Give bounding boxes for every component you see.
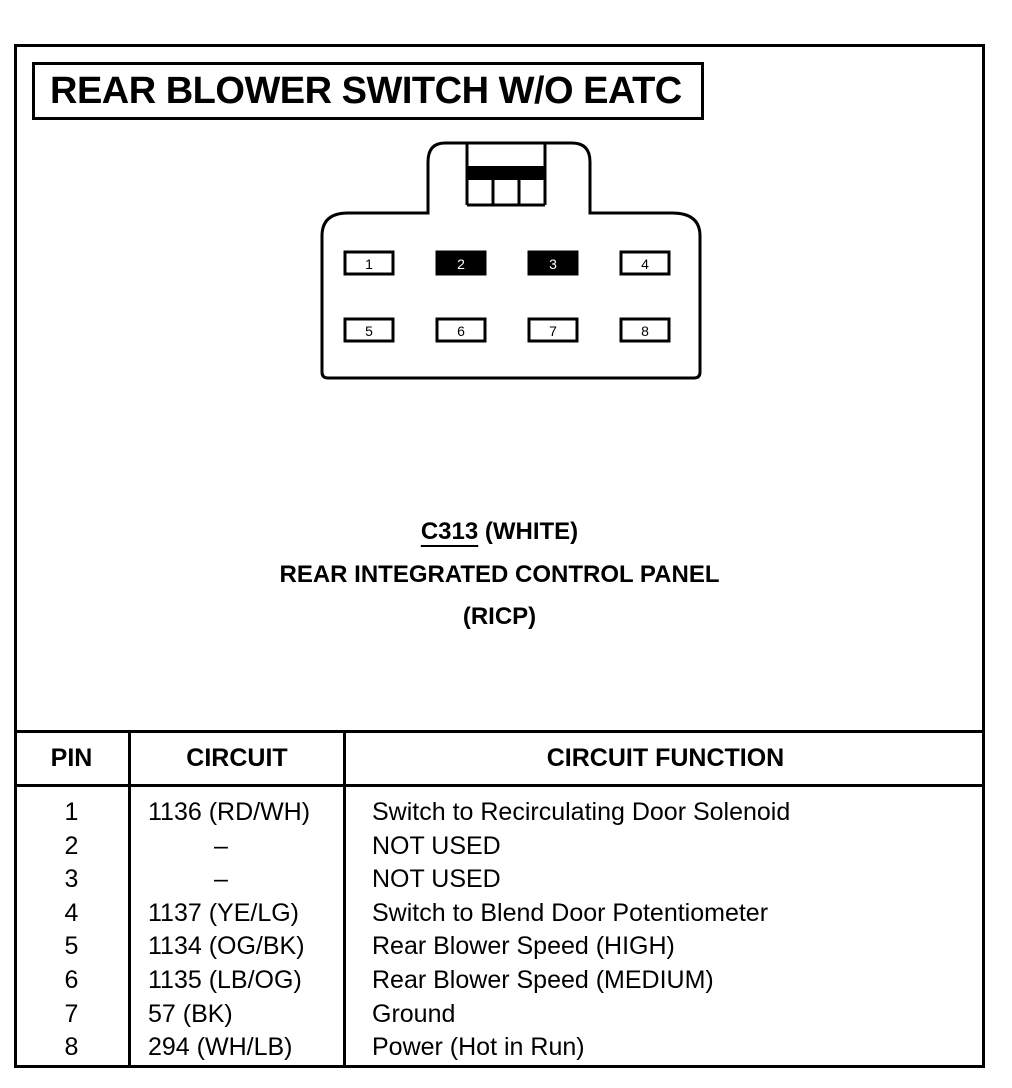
connector-abbrev: (RICP) xyxy=(462,603,537,630)
pin-cell: 4 xyxy=(64,899,79,927)
circuit-cell: 57 (BK) xyxy=(148,1000,233,1028)
header-pin: PIN xyxy=(50,744,93,772)
circuit-cell: – xyxy=(214,832,228,860)
pin-number-7: 7 xyxy=(549,323,557,339)
pin-cavity-8 xyxy=(619,317,671,343)
connector-caption-line1: C313 (WHITE) xyxy=(14,518,985,546)
circuit-function-cell: Switch to Recirculating Door Solenoid xyxy=(372,798,791,826)
circuit-function-cell: Ground xyxy=(372,1000,456,1028)
pin-number-6: 6 xyxy=(457,323,465,339)
pin-cavity-1 xyxy=(343,250,395,276)
connector-drawing: 1 2 3 4 5 6 7 8 xyxy=(320,141,702,380)
circuit-cell: 1135 (LB/OG) xyxy=(148,966,302,994)
table-col-divider-2 xyxy=(343,732,346,1068)
pin-cell: 8 xyxy=(64,1033,79,1061)
pin-cell: 1 xyxy=(64,798,79,826)
pin-cavity-7 xyxy=(527,317,579,343)
table-top-border xyxy=(14,730,985,733)
pin-cavity-5 xyxy=(343,317,395,343)
diagram-frame xyxy=(14,44,985,1068)
table-col-divider-1 xyxy=(128,732,131,1068)
circuit-cell: 294 (WH/LB) xyxy=(148,1033,293,1061)
pin-number-2: 2 xyxy=(457,256,465,272)
pin-number-3: 3 xyxy=(549,256,557,272)
circuit-cell: 1137 (YE/LG) xyxy=(148,899,300,927)
connector-id: C313 xyxy=(420,518,479,545)
circuit-function-cell: Rear Blower Speed (MEDIUM) xyxy=(372,966,714,994)
circuit-function-cell: Rear Blower Speed (HIGH) xyxy=(372,932,675,960)
circuit-function-cell: NOT USED xyxy=(372,865,501,893)
pin-number-5: 5 xyxy=(365,323,373,339)
pin-cell: 6 xyxy=(64,966,79,994)
connector-color: (WHITE) xyxy=(484,518,579,545)
pin-number-4: 4 xyxy=(641,256,649,272)
pin-cell: 5 xyxy=(64,932,79,960)
pin-number-8: 8 xyxy=(641,323,649,339)
circuit-cell: 1134 (OG/BK) xyxy=(148,932,305,960)
pin-cell: 7 xyxy=(64,1000,79,1028)
header-circuit: CIRCUIT xyxy=(186,744,288,772)
circuit-function-cell: Switch to Blend Door Potentiometer xyxy=(372,899,769,927)
pin-number-1: 1 xyxy=(365,256,373,272)
pin-cavity-6 xyxy=(435,317,487,343)
connector-body xyxy=(320,141,702,380)
pin-cavity-4 xyxy=(619,250,671,276)
pin-cavity-2 xyxy=(435,250,487,276)
title-box: REAR BLOWER SWITCH W/O EATC xyxy=(32,62,704,120)
pin-cavities: 1 2 3 4 5 6 7 8 xyxy=(343,250,671,343)
connector-name: REAR INTEGRATED CONTROL PANEL xyxy=(279,561,720,588)
circuit-cell: 1136 (RD/WH) xyxy=(148,798,311,826)
circuit-cell: – xyxy=(214,865,228,893)
pin-cavity-3 xyxy=(527,250,579,276)
pin-cell: 3 xyxy=(64,865,79,893)
diagram-title: REAR BLOWER SWITCH W/O EATC xyxy=(50,69,682,112)
locking-tab xyxy=(465,143,547,207)
circuit-function-cell: Power (Hot in Run) xyxy=(372,1033,585,1061)
header-circuit-function: CIRCUIT FUNCTION xyxy=(546,744,785,772)
pin-cell: 2 xyxy=(64,832,79,860)
circuit-function-cell: NOT USED xyxy=(372,832,501,860)
table-header-divider xyxy=(14,784,985,787)
